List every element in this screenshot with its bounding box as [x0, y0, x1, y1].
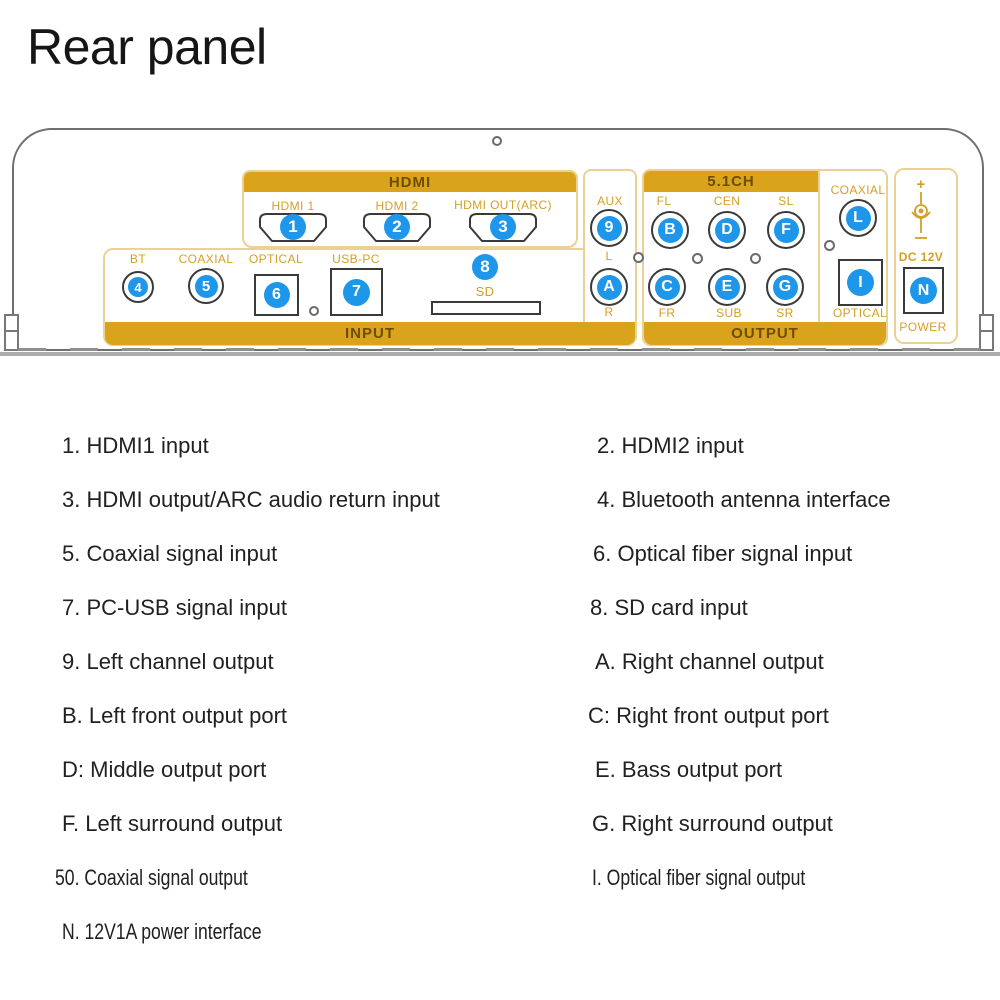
- output-divider: [818, 171, 820, 322]
- vent-dashes: [18, 348, 980, 351]
- output-section-box: [642, 169, 888, 346]
- hdmi-out-arc-label: HDMI OUT(ARC): [454, 198, 552, 212]
- fl-label: FL: [656, 194, 672, 208]
- screw-hole-top: [492, 136, 502, 146]
- usb-pc-label: USB-PC: [332, 252, 380, 266]
- legend-item: B. Left front output port: [62, 703, 288, 728]
- power-label: POWER: [899, 320, 947, 334]
- legend-item: 50. Coaxial signal output: [55, 865, 248, 890]
- sr-label: SR: [776, 306, 794, 320]
- optical-in-port: 6: [254, 274, 299, 316]
- front-right-jack: C: [648, 268, 686, 306]
- power-section-box: [894, 168, 958, 344]
- fr-label: FR: [658, 306, 676, 320]
- screw-hole: [824, 240, 835, 251]
- badge-e: E: [714, 274, 740, 300]
- aux-r-label: R: [604, 305, 614, 319]
- badge-b: B: [657, 217, 683, 243]
- coaxial-out-jack: L: [839, 199, 877, 237]
- legend-item: N. 12V1A power interface: [62, 919, 262, 944]
- legend-item: 7. PC-USB signal input: [62, 595, 287, 620]
- badge-i: I: [847, 269, 874, 296]
- badge-d: D: [714, 217, 740, 243]
- center-jack: D: [708, 211, 746, 249]
- legend-item: 5. Coaxial signal input: [62, 541, 278, 566]
- coaxial-in-label: COAXIAL: [178, 252, 234, 266]
- bt-label: BT: [129, 252, 147, 266]
- hdmi-header-bar: HDMI: [244, 172, 576, 192]
- badge-5: 5: [194, 274, 218, 298]
- legend-item: E. Bass output port: [595, 757, 783, 782]
- dc-polarity-icon: [911, 192, 931, 239]
- power-port: N: [903, 267, 944, 314]
- left-mount-tab: [4, 330, 19, 351]
- coaxial-in-jack: 5: [188, 268, 224, 304]
- output-bar-label: OUTPUT: [731, 325, 799, 342]
- legend-item: C: Right front output port: [588, 703, 829, 728]
- hdmi1-label: HDMI 1: [271, 199, 315, 213]
- sd-label: SD: [475, 284, 495, 299]
- hdmi2-label: HDMI 2: [375, 199, 419, 213]
- coaxial-out-label: COAXIAL: [830, 183, 886, 197]
- front-left-jack: B: [651, 211, 689, 249]
- sl-label: SL: [778, 194, 794, 208]
- right-channel-jack: A: [590, 268, 628, 306]
- badge-2: 2: [384, 214, 410, 240]
- badge-7: 7: [343, 278, 370, 306]
- badge-1: 1: [280, 214, 306, 240]
- right-mount-tab: [979, 330, 994, 351]
- cen-label: CEN: [713, 194, 741, 208]
- legend-item: 3. HDMI output/ARC audio return input: [62, 487, 440, 512]
- sd-card-slot: [431, 301, 541, 315]
- legend-item: F. Left surround output: [62, 811, 283, 836]
- legend-item: 2. HDMI2 input: [597, 433, 744, 458]
- aux-label: AUX: [597, 194, 623, 208]
- ch51-header-label: 5.1CH: [707, 173, 755, 190]
- dc-plus-label: +: [916, 176, 926, 193]
- badge-9: 9: [596, 215, 622, 241]
- legend-item: G. Right surround output: [592, 811, 833, 836]
- badge-a: A: [596, 274, 622, 300]
- surface-shadow: [0, 352, 1000, 356]
- surround-left-jack: F: [767, 211, 805, 249]
- legend-item: I. Optical fiber signal output: [592, 865, 806, 890]
- badge-n: N: [910, 277, 937, 304]
- left-channel-jack: 9: [590, 209, 628, 247]
- dc-12v-label: DC 12V: [898, 250, 944, 264]
- surround-right-jack: G: [766, 268, 804, 306]
- optical-in-label: OPTICAL: [248, 252, 304, 266]
- optical-out-port: I: [838, 259, 883, 306]
- input-bar-label: INPUT: [345, 325, 395, 342]
- page-title: Rear panel: [27, 19, 267, 75]
- legend-item: 9. Left channel output: [62, 649, 274, 674]
- legend-item: 4. Bluetooth antenna interface: [597, 487, 891, 512]
- screw-hole: [750, 253, 761, 264]
- ch51-header-bar: 5.1CH: [644, 171, 818, 192]
- badge-8: 8: [472, 254, 498, 280]
- optical-out-label: OPTICAL: [832, 306, 888, 320]
- screw-hole: [692, 253, 703, 264]
- sub-label: SUB: [716, 306, 742, 320]
- badge-3: 3: [490, 214, 516, 240]
- badge-6: 6: [263, 282, 290, 308]
- usb-pc-port: 7: [330, 268, 383, 316]
- screw-hole: [309, 306, 319, 316]
- bt-antenna-jack: 4: [122, 271, 154, 303]
- aux-l-label: L: [605, 249, 613, 263]
- input-bar: INPUT: [105, 322, 635, 345]
- badge-4: 4: [128, 277, 148, 297]
- subwoofer-jack: E: [708, 268, 746, 306]
- legend-item: D: Middle output port: [62, 757, 267, 782]
- output-bar: OUTPUT: [644, 322, 886, 345]
- badge-c: C: [654, 274, 680, 300]
- hdmi-header-label: HDMI: [388, 173, 432, 191]
- badge-f: F: [773, 217, 799, 243]
- badge-g: G: [772, 274, 798, 300]
- badge-l: L: [845, 205, 871, 231]
- legend-item: 8. SD card input: [590, 595, 748, 620]
- legend-item: 6. Optical fiber signal input: [593, 541, 853, 566]
- screw-hole: [633, 252, 644, 263]
- legend-item: A. Right channel output: [595, 649, 824, 674]
- legend-item: 1. HDMI1 input: [62, 433, 209, 458]
